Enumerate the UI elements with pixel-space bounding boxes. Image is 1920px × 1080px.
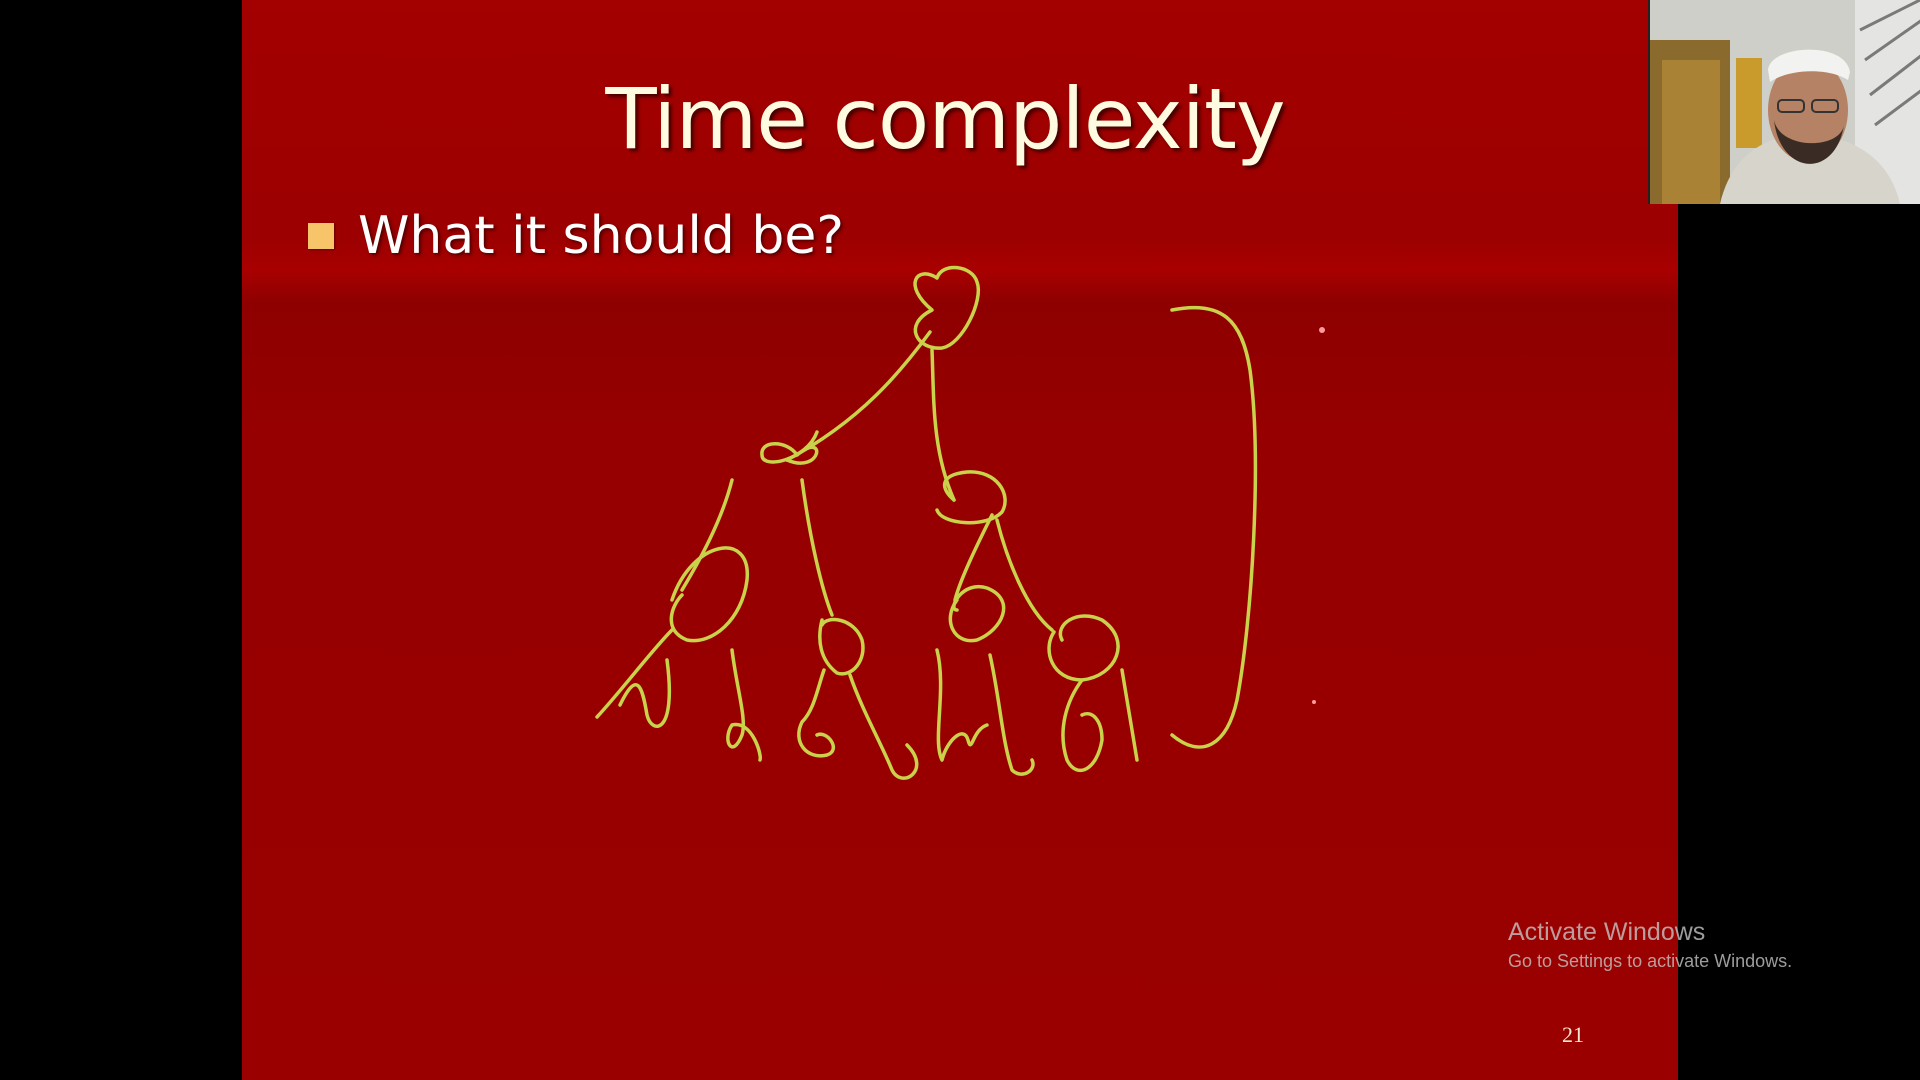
tree-leaf (1120, 668, 1139, 762)
tree-edge (800, 478, 834, 617)
tree-leaf (848, 673, 919, 780)
bullet-text: What it should be? (358, 206, 844, 266)
tree-height-bracket (1170, 305, 1258, 749)
webcam-feed-icon (1650, 0, 1920, 204)
slide-page-number: 21 (1562, 1022, 1584, 1047)
tree-leaf (726, 648, 762, 762)
bullet-marker-icon (308, 223, 334, 249)
tree-node (669, 546, 749, 643)
tree-left-node (760, 430, 819, 465)
tree-leaf (595, 628, 674, 729)
tree-edge (680, 478, 734, 592)
handwritten-tree-drawing (595, 265, 1325, 780)
slide-title: Time complexity (605, 70, 1285, 168)
watermark-title: Activate Windows (1508, 918, 1706, 946)
tree-right-node (935, 470, 1007, 525)
tree-node (948, 584, 1006, 643)
tree-leaf (988, 653, 1035, 776)
tree-node (818, 617, 865, 676)
tree-node (1047, 614, 1120, 682)
webcam-presenter-video (1648, 0, 1920, 204)
pointer-dot (1312, 700, 1316, 704)
tree-leaf (1061, 678, 1104, 773)
bullet-item: What it should be? (308, 206, 844, 266)
tree-edge (953, 513, 994, 602)
watermark-subtitle: Go to Settings to activate Windows. (1508, 951, 1793, 971)
presentation-slide: Time complexity What it should be? (242, 0, 1678, 1080)
windows-activation-watermark: Activate Windows Go to Settings to activ… (1508, 916, 1792, 974)
tree-leaf (797, 668, 835, 758)
pointer-dot (1319, 327, 1325, 333)
tree-edge (995, 518, 1054, 632)
tree-edge (930, 348, 956, 502)
tree-root-node (913, 265, 981, 350)
tree-edge (785, 330, 932, 462)
tree-leaf (935, 648, 989, 762)
